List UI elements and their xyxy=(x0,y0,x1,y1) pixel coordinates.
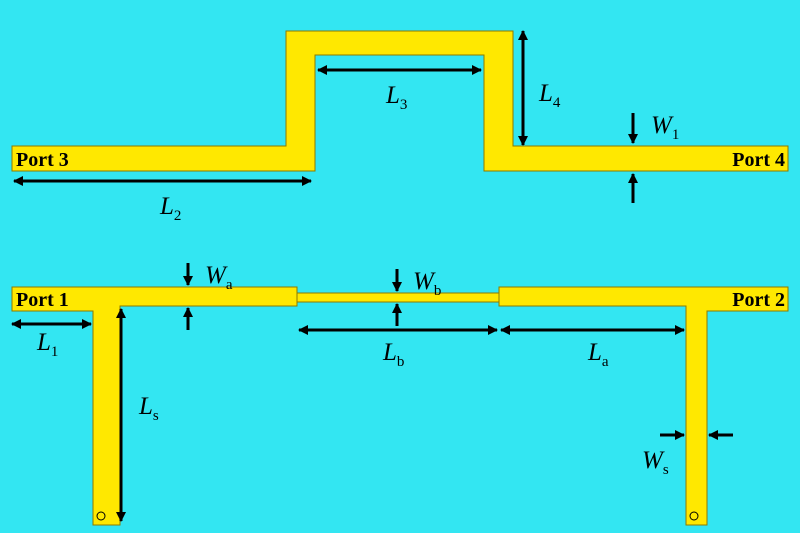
port-4-label: Port 4 xyxy=(732,149,785,171)
dimension-label-l2: L2 xyxy=(159,193,181,224)
dimension-label-wa: Wa xyxy=(205,262,233,293)
left-stub-via xyxy=(96,511,106,521)
right-stub-via xyxy=(689,511,699,521)
dimension-label-lb: Lb xyxy=(382,339,404,370)
port-1-label: Port 1 xyxy=(16,289,69,311)
dimension-label-wb: Wb xyxy=(413,268,441,299)
dimension-label-l1: L1 xyxy=(36,329,58,360)
lower-trace-right-section xyxy=(498,286,789,526)
port-3-label: Port 3 xyxy=(16,149,69,171)
dimension-label-ls: Ls xyxy=(138,393,159,424)
dimension-label-l4: L4 xyxy=(538,80,561,111)
dimension-label-ws: Ws xyxy=(642,447,669,478)
lower-trace-center-section xyxy=(296,292,500,303)
upper-trace xyxy=(11,30,789,172)
port-2-label: Port 2 xyxy=(732,289,785,311)
dimension-label-la: La xyxy=(587,339,609,370)
dimension-label-l3: L3 xyxy=(385,82,407,113)
dimension-label-w1: W1 xyxy=(651,112,679,143)
